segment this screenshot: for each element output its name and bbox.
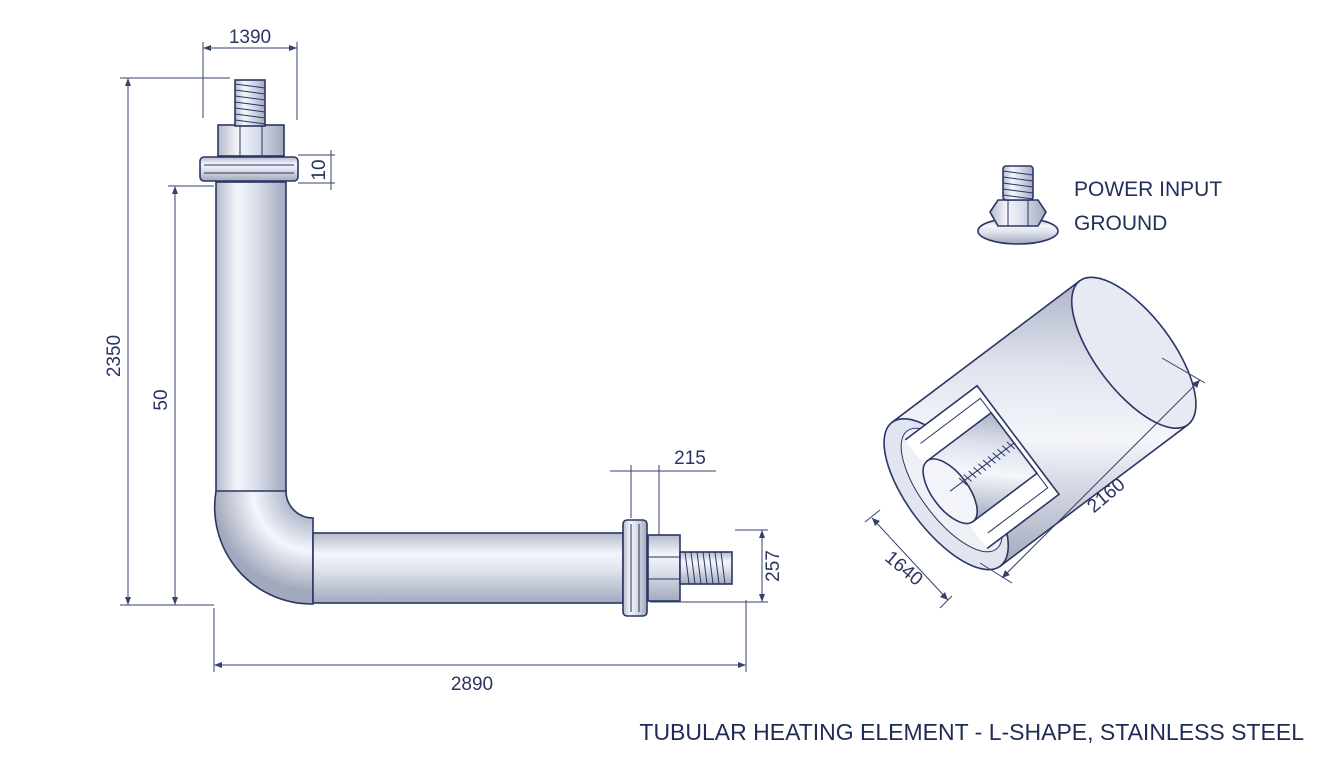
legend-power-input: POWER INPUT xyxy=(1074,178,1222,201)
cutaway-section xyxy=(883,276,1197,571)
dimension-top-width: 1390 xyxy=(202,27,298,120)
horizontal-leg-body xyxy=(312,532,624,604)
top-nut xyxy=(217,124,285,157)
legend-nut xyxy=(989,199,1047,227)
legend-ground: GROUND xyxy=(1074,212,1167,235)
top-washer xyxy=(199,156,299,182)
section-far-end xyxy=(1070,276,1197,430)
tube-bend xyxy=(213,490,314,605)
section-coil xyxy=(958,441,1015,486)
bottom-nut xyxy=(647,534,681,602)
drawing-title: TUBULAR HEATING ELEMENT - L-SHAPE, STAIN… xyxy=(639,719,1304,745)
dim-top-width: 1390 xyxy=(229,27,271,48)
dimension-vertical-leg: 50 xyxy=(151,185,214,605)
dim-bottom-gap: 215 xyxy=(674,448,706,469)
dimension-bottom-height: 257 xyxy=(650,529,784,603)
top-terminal xyxy=(199,79,299,182)
dim-overall-length: 2890 xyxy=(451,674,493,695)
dim-washer-height: 10 xyxy=(309,159,330,180)
dim-vertical-leg: 50 xyxy=(151,389,172,410)
dimension-overall-height: 2350 xyxy=(104,77,230,606)
dim-overall-height: 2350 xyxy=(104,335,125,377)
terminal-legend-icon xyxy=(977,165,1059,245)
dimension-overall-length: 2890 xyxy=(213,600,747,695)
heating-tube xyxy=(213,181,624,605)
bottom-thread-lines xyxy=(684,551,726,585)
dimension-washer: 10 xyxy=(298,150,335,190)
dim-bottom-height: 257 xyxy=(763,550,784,582)
bottom-washer xyxy=(622,519,648,617)
top-thread-lines xyxy=(234,83,266,125)
vertical-leg-body xyxy=(215,181,287,493)
dim-section-diameter: 1640 xyxy=(881,547,927,590)
bottom-terminal xyxy=(622,519,733,617)
dimension-bottom-gap: 215 xyxy=(610,448,716,535)
